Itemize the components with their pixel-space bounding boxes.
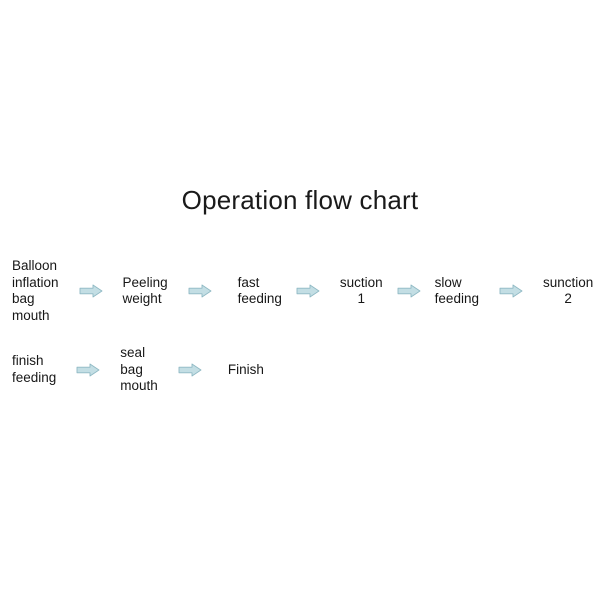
node-line: Peeling <box>122 274 168 290</box>
right-block-arrow-icon <box>178 363 202 377</box>
node-line: Balloon <box>12 258 58 273</box>
node-line: bag <box>120 361 143 377</box>
node-line: weight <box>122 291 162 306</box>
flow-node-finish-feeding: finish feeding <box>12 353 56 386</box>
node-line: seal <box>120 345 146 360</box>
right-block-arrow-icon <box>79 284 103 298</box>
node-line: finish <box>12 353 44 369</box>
node-line: feeding <box>12 369 57 385</box>
flow-node-seal-bag-mouth: seal bag mouth <box>120 345 158 395</box>
right-block-arrow-icon <box>76 363 100 377</box>
page-title: Operation flow chart <box>181 185 419 215</box>
node-line: mouth <box>120 378 158 393</box>
flow-node-slow-feeding: slow feeding <box>435 275 479 308</box>
flow-node-sunction-2: sunction 2 <box>543 275 593 308</box>
node-line: 2 <box>564 291 572 306</box>
flow-row-finishing-process: finish feeding seal bag mouth Finish <box>12 345 264 395</box>
node-line: suction <box>339 274 383 290</box>
node-line: Finish <box>227 361 264 377</box>
flow-node-suction-1: suction 1 <box>340 275 383 308</box>
node-line: mouth <box>12 307 50 323</box>
node-line: slow <box>434 274 462 290</box>
node-line: feeding <box>434 291 479 306</box>
flow-node-fast-feeding: fast feeding <box>238 275 282 308</box>
flow-node-finish: Finish <box>228 362 264 379</box>
right-block-arrow-icon <box>188 284 212 298</box>
node-line: 1 <box>357 291 366 306</box>
flow-node-balloon-inflation-bag-mouth: Balloon inflation bag mouth <box>12 258 59 324</box>
node-line: sunction <box>542 274 594 290</box>
right-block-arrow-icon <box>499 284 523 298</box>
flow-node-peeling-weight: Peeling weight <box>123 275 168 308</box>
node-line: inflation <box>12 274 59 290</box>
node-line: fast <box>237 274 260 290</box>
node-line: feeding <box>237 291 282 306</box>
right-block-arrow-icon <box>397 284 421 298</box>
node-line: bag <box>12 291 35 306</box>
flow-row-main-process: Balloon inflation bag mouth Peeling weig… <box>12 258 593 324</box>
right-block-arrow-icon <box>296 284 320 298</box>
